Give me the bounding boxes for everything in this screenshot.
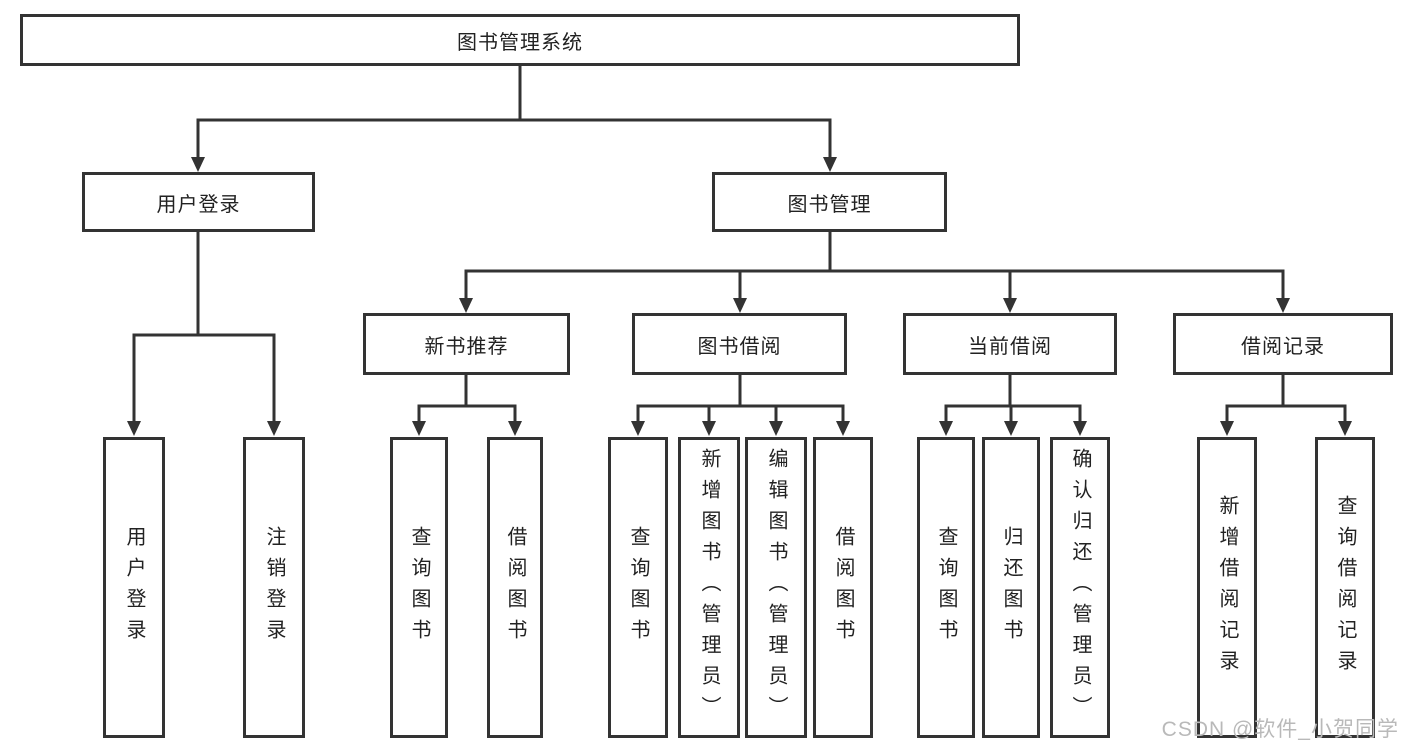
node-book-borrowing: 图书借阅 bbox=[632, 313, 847, 375]
node-borrowing-records: 借阅记录 bbox=[1173, 313, 1393, 375]
node-label: 图书借阅 bbox=[697, 335, 782, 358]
node-book-management: 图书管理 bbox=[712, 172, 947, 232]
leaf-label: 用户登录 bbox=[123, 525, 145, 650]
node-user-login: 用户登录 bbox=[82, 172, 315, 232]
leaf-query-books-borrowing: 查询图书 bbox=[608, 437, 668, 738]
node-new-book-recommendation: 新书推荐 bbox=[363, 313, 570, 375]
leaf-label: 查询图书 bbox=[627, 525, 649, 650]
leaf-borrow-books-borrowing: 借阅图书 bbox=[813, 437, 873, 738]
csdn-watermark: CSDN @软件_小贺同学 bbox=[1161, 718, 1399, 741]
leaf-user-login: 用户登录 bbox=[103, 437, 165, 738]
leaf-query-books-recommend: 查询图书 bbox=[390, 437, 448, 738]
leaf-label: 查询借阅记录 bbox=[1334, 494, 1356, 681]
leaf-label: 借阅图书 bbox=[832, 525, 854, 650]
leaf-label: 编辑图书（管理员） bbox=[765, 448, 787, 727]
node-label: 图书管理 bbox=[787, 193, 872, 216]
node-book-management-system: 图书管理系统 bbox=[20, 14, 1020, 66]
node-current-borrowing: 当前借阅 bbox=[903, 313, 1117, 375]
leaf-label: 注销登录 bbox=[263, 525, 285, 650]
leaf-return-books: 归还图书 bbox=[982, 437, 1040, 738]
node-label: 图书管理系统 bbox=[457, 31, 583, 54]
leaf-label: 查询图书 bbox=[408, 525, 430, 650]
leaf-label: 归还图书 bbox=[1000, 525, 1022, 650]
node-label: 用户登录 bbox=[156, 193, 241, 216]
node-label: 借阅记录 bbox=[1241, 335, 1325, 358]
leaf-label: 新增图书（管理员） bbox=[698, 448, 720, 727]
leaf-label: 确认归还（管理员） bbox=[1069, 448, 1091, 727]
leaf-label: 新增借阅记录 bbox=[1216, 494, 1238, 681]
leaf-label: 查询图书 bbox=[935, 525, 957, 650]
leaf-query-books-current: 查询图书 bbox=[917, 437, 975, 738]
leaf-add-books-admin: 新增图书（管理员） bbox=[678, 437, 740, 738]
leaf-label: 借阅图书 bbox=[504, 525, 526, 650]
arrowheads bbox=[127, 157, 1352, 436]
node-label: 当前借阅 bbox=[968, 335, 1052, 358]
leaf-confirm-return-admin: 确认归还（管理员） bbox=[1050, 437, 1110, 738]
leaf-query-borrowing-record: 查询借阅记录 bbox=[1315, 437, 1375, 738]
leaf-borrow-books-recommend: 借阅图书 bbox=[487, 437, 543, 738]
leaf-logout: 注销登录 bbox=[243, 437, 305, 738]
leaf-add-borrowing-record: 新增借阅记录 bbox=[1197, 437, 1257, 738]
leaf-edit-books-admin: 编辑图书（管理员） bbox=[745, 437, 807, 738]
node-label: 新书推荐 bbox=[424, 335, 509, 358]
